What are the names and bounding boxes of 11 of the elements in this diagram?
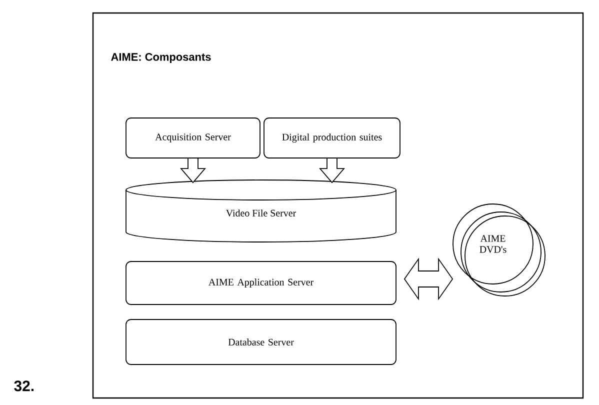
server-box: Acquisition Server — [126, 118, 260, 158]
slide-number: 32. — [14, 380, 34, 392]
node-label: Video File Server — [226, 209, 296, 217]
server-box: AIME Application Server — [126, 261, 396, 305]
block-arrow — [319, 158, 345, 184]
server-box: Database Server — [126, 319, 396, 365]
server-box: Digital production suites — [264, 118, 400, 158]
disc-stack: AIME DVD's — [452, 204, 546, 296]
slide-title: AIME: Composants — [111, 53, 211, 63]
block-arrow — [180, 158, 206, 184]
storage-cylinder: Video File Server — [126, 180, 396, 242]
